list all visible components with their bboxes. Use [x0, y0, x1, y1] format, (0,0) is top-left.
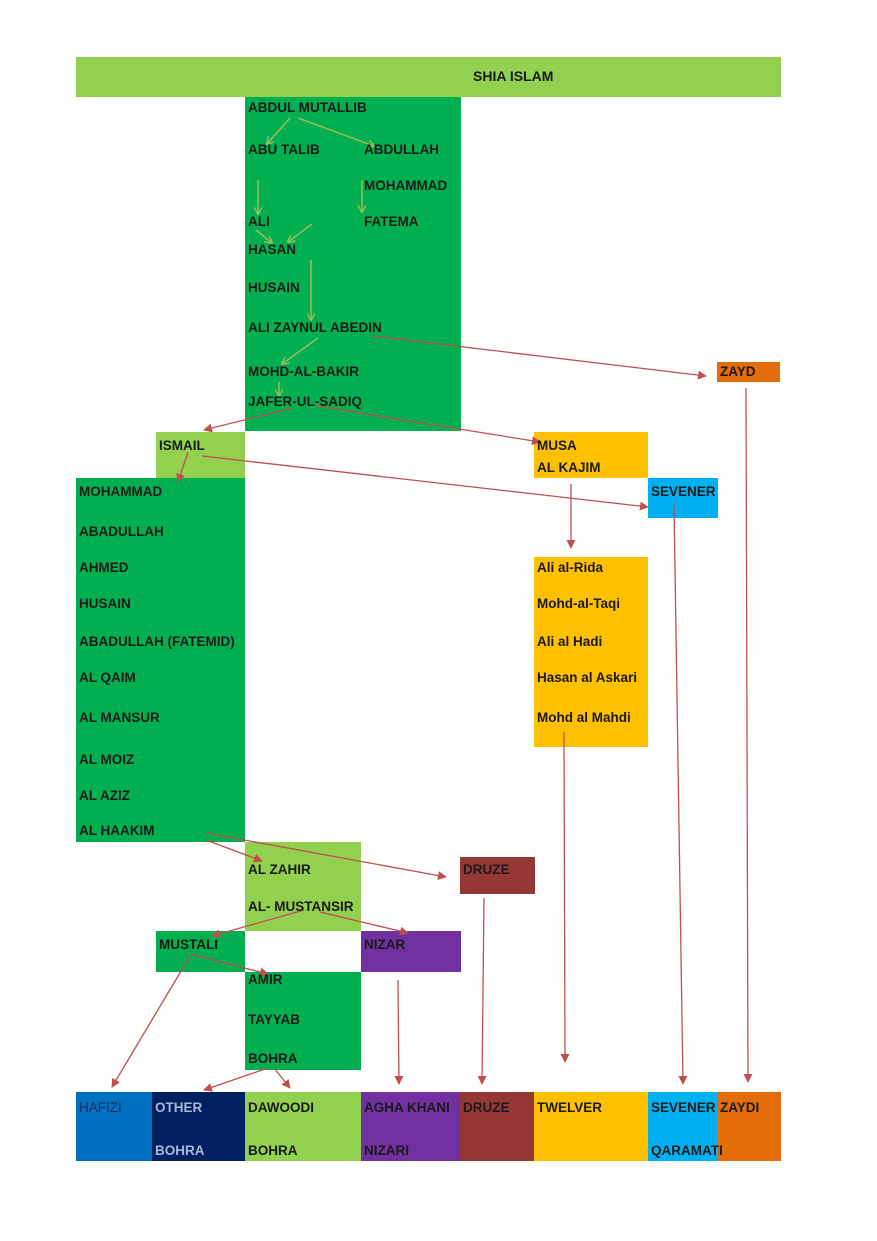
- twelver-imam-1: Ali al-Rida: [537, 560, 604, 575]
- other-bohra-label: BOHRA: [155, 1143, 205, 1158]
- al-zahir-block: [245, 842, 361, 931]
- nizar-label: NIZAR: [364, 937, 406, 952]
- druze-box: [460, 857, 535, 894]
- sevener-sect-label: SEVENER: [651, 1100, 716, 1115]
- al-mustansir-label: AL- MUSTANSIR: [248, 899, 354, 914]
- ismaili-imam-4: HUSAIN: [79, 596, 131, 611]
- dawoodi-bohra-cell: [245, 1092, 361, 1161]
- abu-talib-label: ABU TALIB: [248, 142, 320, 157]
- qaramati-label: QARAMATI: [651, 1143, 723, 1158]
- al-zahir-label: AL ZAHIR: [248, 862, 311, 877]
- arrow-bohra-other: [203, 1067, 269, 1092]
- ismaili-imam-8: AL MOIZ: [79, 752, 135, 767]
- zayd-label: ZAYD: [720, 364, 756, 379]
- zayd-box: [717, 362, 780, 382]
- tayyab-label: TAYYAB: [248, 1012, 301, 1027]
- ismaili-imam-10: AL HAAKIM: [79, 823, 155, 838]
- arrow-druze-bottom: [477, 897, 487, 1085]
- ali-zaynul-abedin-label: ALI ZAYNUL ABEDIN: [248, 320, 382, 335]
- twelver-imam-3: Ali al Hadi: [537, 634, 603, 649]
- mustali-label: MUSTALI: [159, 937, 218, 952]
- arrow-bohra-dawoodi: [273, 1067, 291, 1089]
- dawoodi-bohra-label: BOHRA: [248, 1143, 298, 1158]
- druze-label: DRUZE: [463, 862, 510, 877]
- musa-label: MUSA: [537, 438, 577, 453]
- hafizi-cell: [76, 1092, 152, 1161]
- ismaili-imam-9: AL AZIZ: [79, 788, 130, 803]
- zaydi-cell: [717, 1092, 781, 1161]
- arrow-sevener-bottom: [673, 503, 688, 1085]
- bohra-label: BOHRA: [248, 1051, 298, 1066]
- mohd-al-bakir-label: MOHD-AL-BAKIR: [248, 364, 359, 379]
- twelver-cell: [534, 1092, 648, 1161]
- twelver-imam-2: Mohd-al-Taqi: [537, 596, 620, 611]
- arrow-zayd-zaydi: [743, 387, 753, 1083]
- mustali-line-block: [245, 972, 361, 1070]
- druze-cell: [460, 1092, 534, 1161]
- abdullah-label: ABDULLAH: [364, 142, 439, 157]
- abdul-mutallib-label: ABDUL MUTALLIB: [248, 100, 367, 115]
- sevener-label: SEVENER: [651, 484, 716, 499]
- husain-label: HUSAIN: [248, 280, 300, 295]
- ismaili-imam-3: AHMED: [79, 560, 129, 575]
- druze-sect-label: DRUZE: [463, 1100, 510, 1115]
- ismaili-imam-2: ABADULLAH: [79, 524, 164, 539]
- twelver-imams-block: [534, 557, 648, 747]
- ismaili-imams-block: [76, 478, 245, 842]
- other-label: OTHER: [155, 1100, 203, 1115]
- nizar-box: [361, 931, 461, 972]
- ismail-label: ISMAIL: [159, 438, 205, 453]
- zaydi-label: ZAYDI: [720, 1100, 760, 1115]
- twelver-imam-5: Mohd al Mahdi: [537, 710, 631, 725]
- arrow-mahdi-twelver: [560, 731, 570, 1063]
- header-bar: [76, 57, 781, 97]
- ismaili-imam-5: ABADULLAH (FATEMID): [79, 634, 235, 649]
- ismaili-imam-7: AL MANSUR: [79, 710, 160, 725]
- fatema-label: FATEMA: [364, 214, 419, 229]
- other-bohra-cell: [152, 1092, 245, 1161]
- ismaili-imam-6: AL QAIM: [79, 670, 136, 685]
- agha-khani-cell: [361, 1092, 460, 1161]
- mohammad-prophet-label: MOHAMMAD: [364, 178, 448, 193]
- ismaili-imam-1: MOHAMMAD: [79, 484, 163, 499]
- dawoodi-label: DAWOODI: [248, 1100, 314, 1115]
- twelver-label: TWELVER: [537, 1100, 602, 1115]
- agha-khani-label: AGHA KHANI: [364, 1100, 450, 1115]
- sevener-cell: [648, 1092, 717, 1161]
- al-kajim-label: AL KAJIM: [537, 460, 601, 475]
- ali-label: ALI: [248, 214, 270, 229]
- twelver-imam-4: Hasan al Askari: [537, 670, 638, 685]
- nizari-label: NIZARI: [364, 1143, 409, 1158]
- hafizi-label: HAFIZI: [79, 1100, 122, 1115]
- arrow-mustali-hafizi: [111, 955, 191, 1088]
- diagram-title: SHIA ISLAM: [473, 68, 554, 84]
- hasan-label: HASAN: [248, 242, 297, 257]
- amir-label: AMIR: [248, 972, 283, 987]
- arrow-nizar-aghakhani: [394, 979, 404, 1085]
- jafer-ul-sadiq-label: JAFER-UL-SADIQ: [248, 394, 362, 409]
